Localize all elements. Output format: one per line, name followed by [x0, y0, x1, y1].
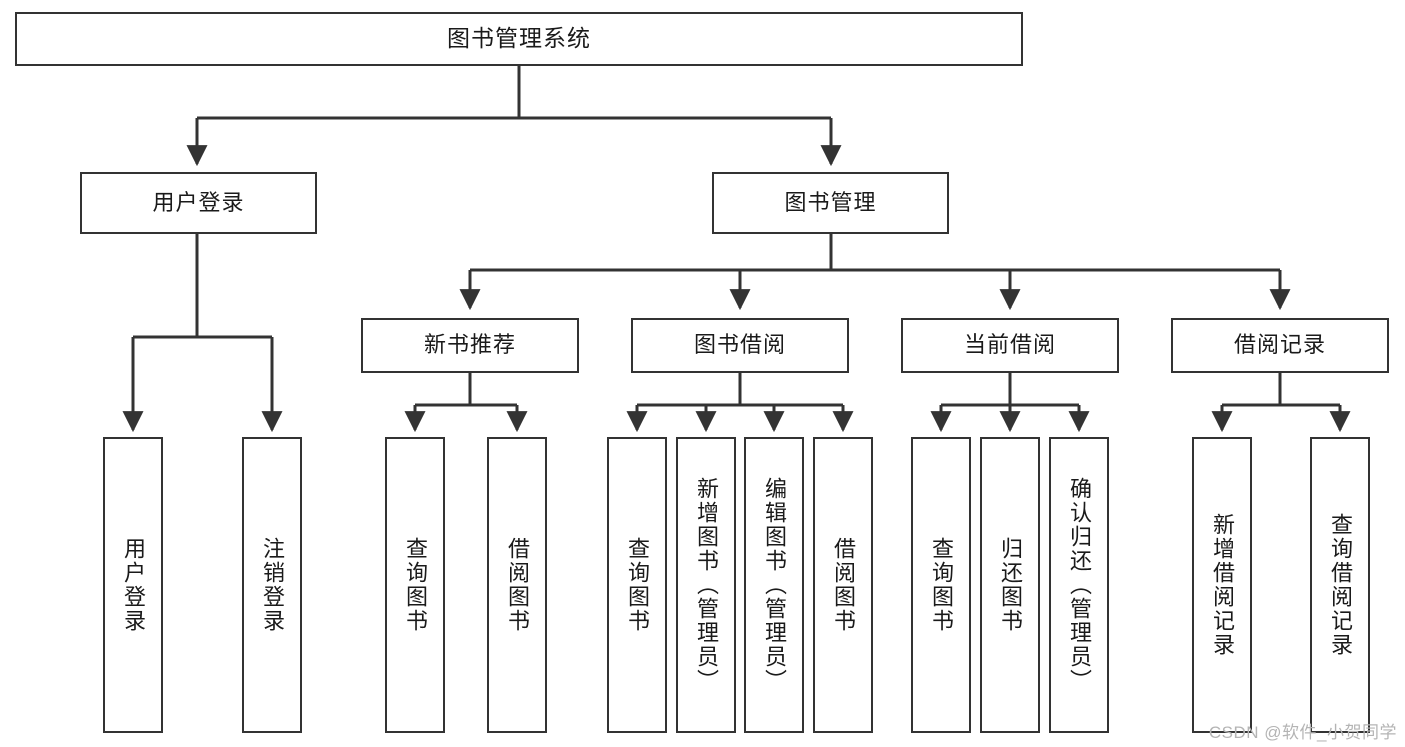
leaf-confirm-return-admin[interactable]: 确认归还（管理员） [1049, 437, 1109, 733]
leaf-return-book[interactable]: 归还图书 [980, 437, 1040, 733]
node-label: 图书借阅 [693, 332, 786, 358]
node-label: 注销登录 [259, 537, 285, 633]
node-label: 当前借阅 [963, 332, 1056, 358]
node-label: 查询借阅记录 [1327, 513, 1353, 657]
node-borrowing-record[interactable]: 借阅记录 [1171, 318, 1389, 373]
node-label: 查询图书 [624, 537, 650, 633]
node-label: 确认归还（管理员） [1066, 477, 1092, 693]
node-label: 图书管理 [784, 189, 877, 215]
leaf-logout[interactable]: 注销登录 [242, 437, 302, 733]
node-label: 编辑图书（管理员） [761, 477, 787, 693]
leaf-edit-book-admin[interactable]: 编辑图书（管理员） [744, 437, 804, 733]
node-label: 查询图书 [928, 537, 954, 633]
leaf-add-book-admin[interactable]: 新增图书（管理员） [676, 437, 736, 733]
node-label: 用户登录 [120, 537, 146, 633]
leaf-query-book-borrow[interactable]: 查询图书 [607, 437, 667, 733]
node-root-book-management-system[interactable]: 图书管理系统 [15, 12, 1023, 66]
node-current-borrowing[interactable]: 当前借阅 [901, 318, 1119, 373]
node-book-borrowing[interactable]: 图书借阅 [631, 318, 849, 373]
csdn-watermark: CSDN @软件_小贺同学 [1208, 723, 1397, 742]
node-label: 借阅图书 [504, 537, 530, 633]
node-label: 借阅图书 [830, 537, 856, 633]
leaf-query-book-current[interactable]: 查询图书 [911, 437, 971, 733]
node-label: 新增图书（管理员） [693, 477, 719, 693]
leaf-add-borrow-record[interactable]: 新增借阅记录 [1192, 437, 1252, 733]
node-label: 图书管理系统 [447, 25, 591, 52]
leaf-query-book-newbook[interactable]: 查询图书 [385, 437, 445, 733]
node-new-book-recommendation[interactable]: 新书推荐 [361, 318, 579, 373]
leaf-borrow-book[interactable]: 借阅图书 [813, 437, 873, 733]
node-label: 新书推荐 [423, 332, 516, 358]
leaf-user-login[interactable]: 用户登录 [103, 437, 163, 733]
node-label: 新增借阅记录 [1209, 513, 1235, 657]
node-book-management[interactable]: 图书管理 [712, 172, 949, 234]
node-label: 用户登录 [152, 189, 245, 215]
node-label: 归还图书 [997, 537, 1023, 633]
node-label: 查询图书 [402, 537, 428, 633]
leaf-borrow-book-newbook[interactable]: 借阅图书 [487, 437, 547, 733]
node-label: 借阅记录 [1233, 332, 1326, 358]
leaf-query-borrow-record[interactable]: 查询借阅记录 [1310, 437, 1370, 733]
node-user-login[interactable]: 用户登录 [80, 172, 317, 234]
